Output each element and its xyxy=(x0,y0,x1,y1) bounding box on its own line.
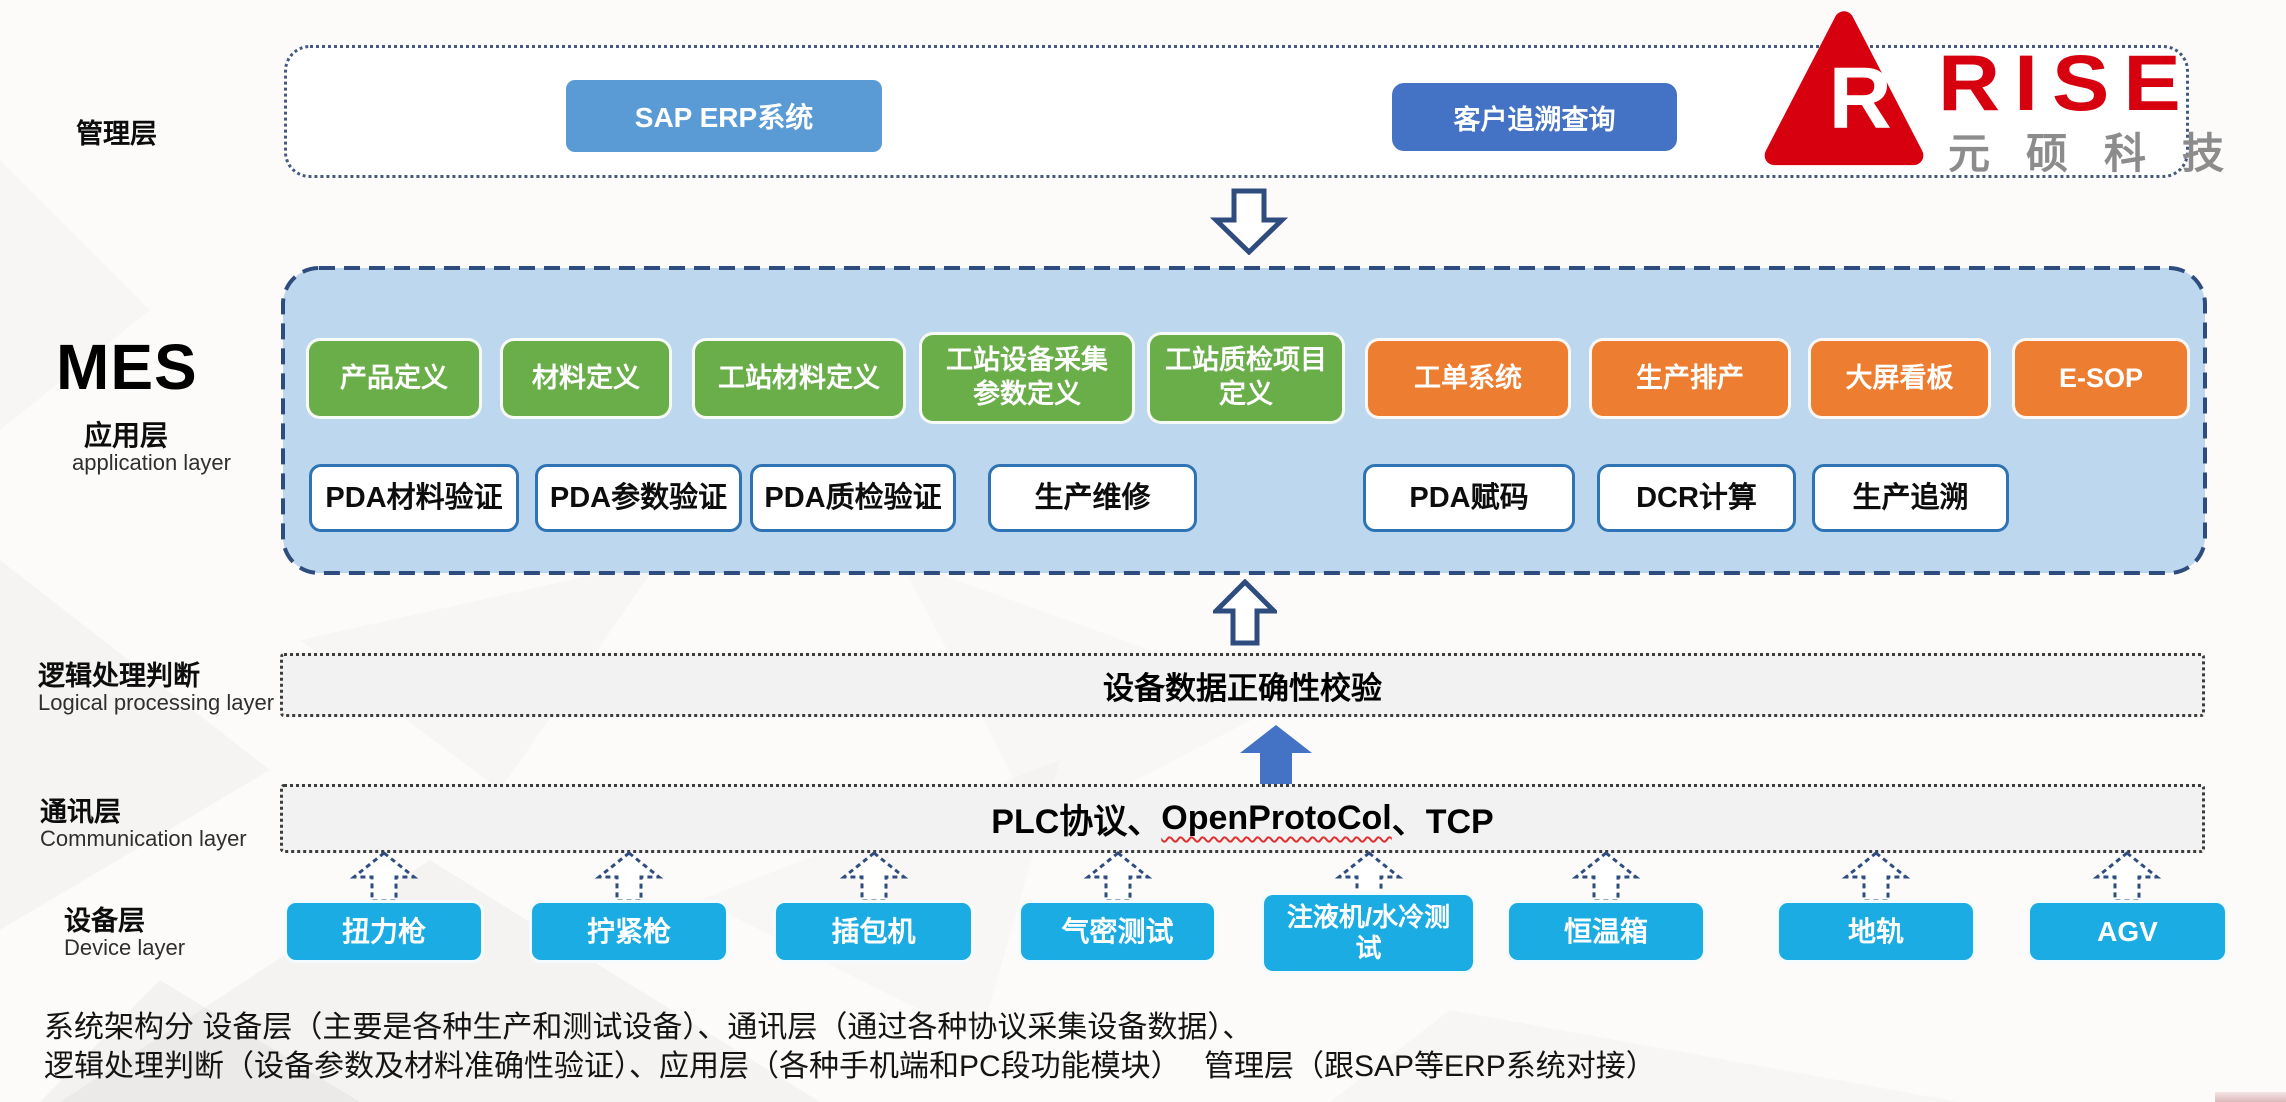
device-upload-arrow-icon xyxy=(2092,851,2162,903)
logical-layer-sublabel: Logical processing layer xyxy=(38,690,275,715)
device-tightening-gun[interactable]: 拧紧枪 xyxy=(529,900,729,963)
mes-title: MES xyxy=(56,331,198,403)
svg-text:R: R xyxy=(1829,49,1892,147)
device-upload-arrow-icon xyxy=(1571,851,1641,903)
mes-module-production-trace[interactable]: 生产追溯 xyxy=(1812,464,2009,532)
device-thermostat-chamber[interactable]: 恒温箱 xyxy=(1506,900,1706,963)
mes-module-station-qc-item-definition[interactable]: 工站质检项目 定义 xyxy=(1147,332,1345,424)
communication-layer-sublabel: Communication layer xyxy=(40,826,247,851)
device-ground-rail[interactable]: 地轨 xyxy=(1776,900,1976,963)
device-upload-arrow-icon xyxy=(1083,851,1153,903)
mes-module-station-device-param-definition[interactable]: 工站设备采集 参数定义 xyxy=(919,332,1135,424)
application-layer-sublabel: application layer xyxy=(72,450,231,475)
communication-layer-label: 通讯层 xyxy=(40,797,121,827)
mes-module-pda-coding[interactable]: PDA赋码 xyxy=(1363,464,1575,532)
device-upload-arrow-icon xyxy=(594,851,664,903)
device-upload-arrow-icon xyxy=(349,851,419,903)
mes-module-production-repair[interactable]: 生产维修 xyxy=(988,464,1197,532)
protocol-text-openprotocol: OpenProtoCol xyxy=(1161,799,1392,837)
mes-module-big-screen-dashboard[interactable]: 大屏看板 xyxy=(1808,338,1991,419)
corner-decoration xyxy=(2215,1092,2286,1102)
logical-validation-bar: 设备数据正确性校验 xyxy=(280,653,2205,717)
device-layer-sublabel: Device layer xyxy=(64,935,186,960)
device-layer-label: 设备层 xyxy=(64,906,145,936)
device-upload-arrow-icon xyxy=(839,851,909,903)
footer-description-line2: 逻辑处理判断（设备参数及材料准确性验证）、应用层（各种手机端和PC段功能模块） … xyxy=(44,1050,1656,1083)
device-upload-arrow-icon xyxy=(1841,851,1911,903)
footer-description-line1: 系统架构分 设备层（主要是各种生产和测试设备）、通讯层（通过各种协议采集设备数据… xyxy=(44,1011,1253,1044)
device-packing-machine[interactable]: 插包机 xyxy=(773,900,974,963)
rise-logo-mark-icon: R xyxy=(1764,11,1924,166)
down-arrow-icon xyxy=(1210,188,1288,255)
mes-module-e-sop[interactable]: E-SOP xyxy=(2012,338,2190,419)
mes-module-station-material-definition[interactable]: 工站材料定义 xyxy=(692,338,906,419)
protocol-text-suffix: 、TCP xyxy=(1391,803,1494,841)
mes-module-pda-qc-verify[interactable]: PDA质检验证 xyxy=(750,464,956,532)
logical-validation-text: 设备数据正确性校验 xyxy=(1103,670,1382,706)
customer-trace-query-button[interactable]: 客户追溯查询 xyxy=(1392,83,1677,151)
logical-layer-label: 逻辑处理判断 xyxy=(38,661,200,691)
application-layer-label: 应用层 xyxy=(84,420,169,451)
mes-module-work-order-system[interactable]: 工单系统 xyxy=(1365,338,1571,419)
mes-module-pda-material-verify[interactable]: PDA材料验证 xyxy=(309,464,519,532)
mes-module-pda-param-verify[interactable]: PDA参数验证 xyxy=(535,464,742,532)
mes-module-dcr-calculation[interactable]: DCR计算 xyxy=(1597,464,1796,532)
device-liquid-injection-water-cooling-test[interactable]: 注液机/水冷测 试 xyxy=(1261,892,1476,974)
communication-protocol-bar: PLC协议、OpenProtoCol、TCP xyxy=(280,784,2205,853)
rise-logo-company-name: 元硕科技 xyxy=(1948,130,2261,177)
mes-module-material-definition[interactable]: 材料定义 xyxy=(500,338,672,419)
mes-module-product-definition[interactable]: 产品定义 xyxy=(306,338,482,419)
device-torque-gun[interactable]: 扭力枪 xyxy=(284,900,484,963)
device-agv[interactable]: AGV xyxy=(2027,900,2228,963)
management-layer-label: 管理层 xyxy=(76,119,157,149)
up-arrow-outline-icon xyxy=(1213,579,1277,646)
sap-erp-button[interactable]: SAP ERP系统 xyxy=(566,80,882,152)
mes-module-production-scheduling[interactable]: 生产排产 xyxy=(1589,338,1791,419)
protocol-text-prefix: PLC协议、 xyxy=(991,803,1162,841)
rise-logo-wordmark: RISE xyxy=(1938,38,2195,128)
device-airtight-test[interactable]: 气密测试 xyxy=(1018,900,1217,963)
up-arrow-solid-icon xyxy=(1240,725,1312,785)
